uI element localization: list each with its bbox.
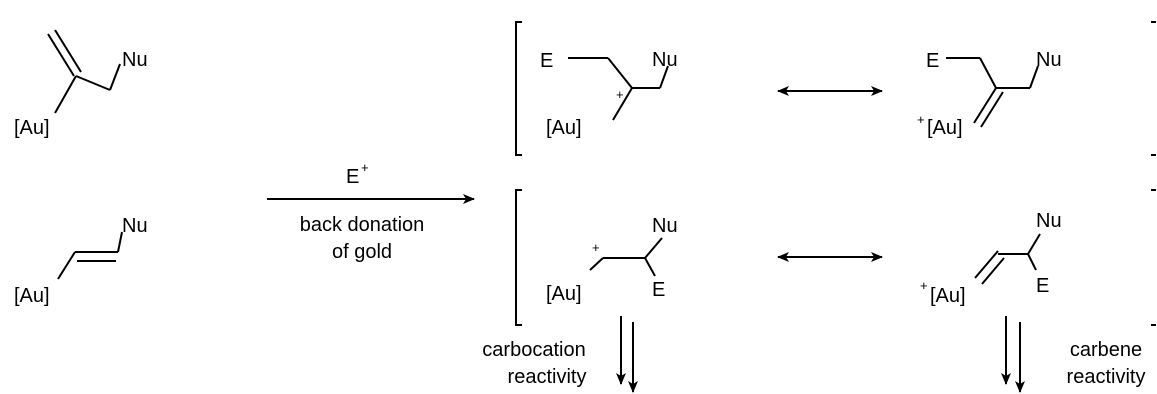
cation-charge: + — [616, 87, 624, 102]
bond — [974, 250, 999, 279]
condition-line-2: of gold — [332, 241, 392, 263]
intermediate-gold-carbene-top: E Nu + [Au] — [917, 49, 1062, 139]
intermediate-carbocation-bottom: Nu + E [Au] — [546, 215, 678, 305]
carbocation-reactivity-line-1: carbocation — [482, 339, 585, 361]
condition-line-1: back donation — [300, 214, 425, 236]
bond — [659, 65, 669, 89]
bond — [54, 29, 82, 73]
carbene-reactivity-arrows — [1001, 316, 1025, 393]
gold-cation-charge: + — [917, 112, 925, 127]
electrophile-charge: + — [361, 160, 369, 175]
gold-label: [Au] — [546, 283, 582, 305]
starting-material-vinyl-gold: Nu [Au] — [14, 215, 148, 307]
bond — [109, 63, 121, 91]
bond — [644, 257, 656, 277]
bond — [973, 87, 997, 124]
gold-cation-charge: + — [920, 278, 928, 293]
bond — [1027, 253, 1037, 271]
bond — [589, 257, 604, 271]
starting-material-allyl-gold: Nu [Au] — [14, 29, 148, 139]
carbene-reactivity-line-2: reactivity — [1067, 366, 1146, 388]
bond — [607, 57, 633, 89]
nucleophile-label: Nu — [122, 215, 148, 237]
intermediate-gold-carbene-bottom: Nu E + [Au] — [920, 210, 1062, 307]
bond — [644, 237, 663, 259]
left-bracket-top — [515, 21, 522, 156]
intermediate-carbocation-top: E Nu + [Au] — [540, 49, 678, 139]
nucleophile-label: Nu — [122, 49, 148, 71]
electrophile-label: E — [652, 279, 665, 301]
bond — [57, 251, 76, 280]
electrophile-label: E — [926, 50, 939, 72]
nucleophile-label: Nu — [652, 49, 678, 71]
bond — [612, 87, 633, 121]
bond — [117, 231, 123, 253]
electrophile-label: E — [1036, 275, 1049, 297]
gold-label: [Au] — [14, 117, 50, 139]
bond — [980, 91, 1004, 128]
nucleophile-label: Nu — [1036, 210, 1062, 232]
carbocation-reactivity-line-2: reactivity — [508, 366, 587, 388]
carbocation-reactivity-arrows — [616, 316, 638, 393]
bond — [1027, 233, 1041, 255]
electrophile-label: E — [540, 50, 553, 72]
gold-label: [Au] — [930, 285, 966, 307]
bond — [1029, 65, 1039, 89]
gold-label: [Au] — [546, 117, 582, 139]
bond — [54, 75, 77, 114]
nucleophile-label: Nu — [652, 215, 678, 237]
cation-charge: + — [592, 240, 600, 255]
gold-label: [Au] — [14, 285, 50, 307]
electrophile-reagent: E — [346, 166, 359, 188]
bond — [47, 33, 75, 77]
bond — [981, 257, 1005, 285]
reaction-arrow-group: E + back donation of gold — [267, 160, 475, 263]
carbene-reactivity-line-1: carbene — [1070, 339, 1142, 361]
nucleophile-label: Nu — [1036, 49, 1062, 71]
left-bracket-bottom — [515, 189, 522, 326]
bond — [75, 75, 111, 91]
bond — [979, 57, 997, 89]
gold-label: [Au] — [927, 117, 963, 139]
